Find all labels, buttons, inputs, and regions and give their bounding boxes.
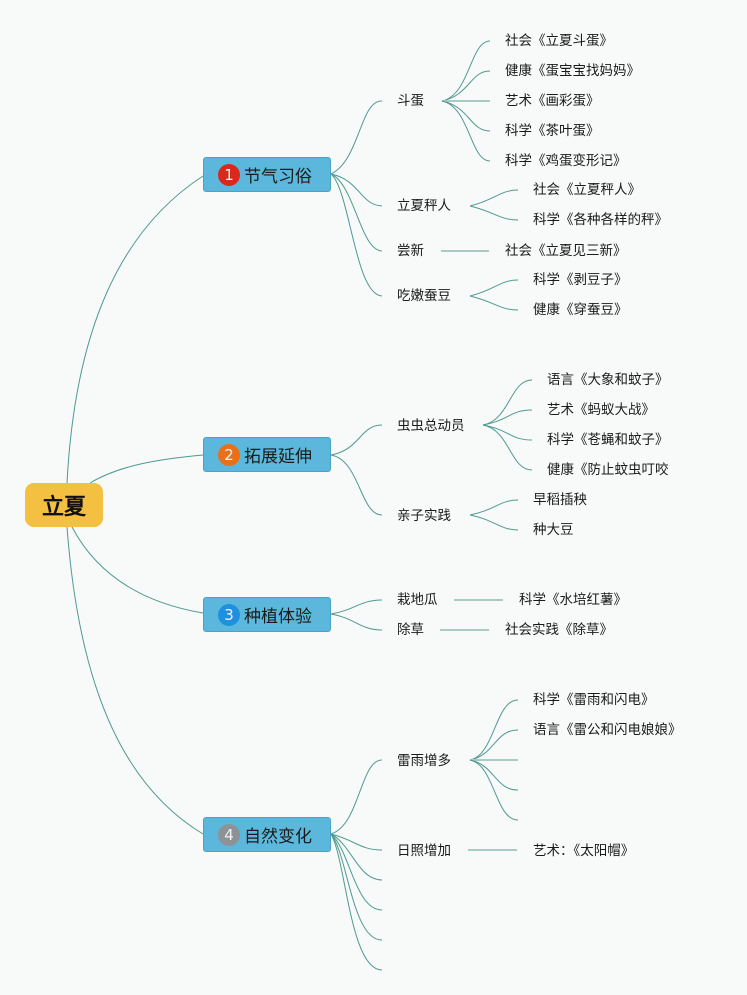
subtopic-node[interactable]: 尝新 (397, 243, 424, 259)
root-node[interactable]: 立夏 (25, 483, 103, 527)
leaf-node[interactable]: 语言《雷公和闪电娘娘》 (533, 722, 682, 738)
branch-node-nature-changes[interactable]: 4 自然变化 (203, 817, 331, 852)
number-badge-icon: 3 (218, 603, 240, 626)
edge-chongchong-3 (482, 424, 533, 441)
subtopic-node[interactable]: 吃嫩蚕豆 (397, 288, 451, 304)
branch-node-extension[interactable]: 2 拓展延伸 (203, 437, 331, 472)
leaf-node[interactable]: 科学《雷雨和闪电》 (533, 692, 655, 708)
leaf-node[interactable]: 科学《剥豆子》 (533, 272, 628, 288)
edge-root-branch-1 (66, 175, 204, 484)
edge-chongchong-1 (482, 379, 533, 426)
leaf-node[interactable]: 健康《蛋宝宝找妈妈》 (505, 63, 640, 79)
subtopic-node[interactable]: 雷雨增多 (397, 753, 451, 769)
edge-leiyu-5 (469, 759, 519, 821)
edge-b4-leiyu (330, 759, 383, 835)
edge-candou-2 (469, 295, 519, 311)
edge-doudan-1 (441, 40, 491, 102)
edge-qinzi-1 (469, 499, 519, 516)
edge-b3-zaidigua (330, 599, 383, 615)
edge-chengren-2 (469, 205, 519, 221)
edge-leiyu-4 (469, 759, 519, 791)
leaf-node[interactable]: 社会《立夏见三新》 (505, 243, 627, 259)
edge-b1-doudan (330, 100, 383, 175)
edge-b4-empty-1 (330, 833, 383, 881)
subtopic-node[interactable]: 亲子实践 (397, 508, 451, 524)
edge-root-branch-4 (66, 526, 204, 835)
edge-b2-qinzi (330, 454, 383, 516)
leaf-node[interactable]: 科学《苍蝇和蚊子》 (547, 432, 669, 448)
edge-b1-changxin (330, 173, 383, 252)
leaf-node[interactable]: 艺术《蚂蚁大战》 (547, 402, 655, 418)
number-badge-icon: 1 (218, 163, 240, 186)
leaf-node[interactable]: 健康《防止蚊虫叮咬 (547, 462, 669, 478)
leaf-node[interactable]: 社会实践《除草》 (505, 622, 613, 638)
branch-label: 种植体验 (244, 607, 312, 627)
leaf-node[interactable]: 艺术《画彩蛋》 (505, 93, 600, 109)
branch-label: 拓展延伸 (244, 447, 312, 467)
edge-b4-empty-2 (330, 833, 383, 911)
subtopic-node[interactable]: 栽地瓜 (397, 592, 438, 608)
leaf-node[interactable]: 艺术：《太阳帽》 (533, 843, 635, 859)
edge-root-branch-3 (71, 526, 204, 614)
subtopic-node[interactable]: 日照增加 (397, 843, 451, 859)
edge-doudan-4 (441, 100, 491, 132)
edge-b1-candou (330, 173, 383, 297)
edge-b4-empty-4 (330, 833, 383, 971)
leaf-node[interactable]: 种大豆 (533, 522, 574, 538)
subtopic-node[interactable]: 立夏秤人 (397, 198, 451, 214)
leaf-node[interactable]: 语言《大象和蚊子》 (547, 372, 669, 388)
branch-node-planting[interactable]: 3 种植体验 (203, 597, 331, 632)
number-badge-icon: 2 (218, 443, 240, 466)
subtopic-node[interactable]: 斗蛋 (397, 93, 424, 109)
branch-node-festival-customs[interactable]: 1 节气习俗 (203, 157, 331, 192)
edge-root-branch-2 (89, 454, 204, 484)
edge-doudan-5 (441, 100, 491, 162)
root-label: 立夏 (41, 495, 86, 520)
edge-doudan-2 (441, 70, 491, 102)
leaf-node[interactable]: 科学《鸡蛋变形记》 (505, 153, 627, 169)
edge-qinzi-2 (469, 514, 519, 531)
edge-b2-chongchong (330, 424, 383, 456)
edge-leiyu-2 (469, 729, 519, 761)
number-badge-icon: 4 (218, 823, 240, 846)
edge-chongchong-2 (482, 409, 533, 426)
edge-candou-1 (469, 279, 519, 297)
leaf-node[interactable]: 科学《水培红薯》 (519, 592, 627, 608)
leaf-node[interactable]: 社会《立夏斗蛋》 (505, 33, 613, 49)
edge-b4-rizhao (330, 833, 383, 851)
leaf-node[interactable]: 科学《各种各样的秤》 (533, 212, 668, 228)
subtopic-node[interactable]: 虫虫总动员 (397, 418, 465, 434)
edge-b3-chucao (330, 613, 383, 631)
subtopic-node[interactable]: 除草 (397, 622, 424, 638)
edge-chongchong-4 (482, 424, 533, 471)
edge-b1-chengren (330, 173, 383, 207)
leaf-node[interactable]: 早稻插秧 (533, 492, 587, 508)
edge-chengren-1 (469, 189, 519, 207)
branch-label: 自然变化 (244, 827, 312, 847)
branch-label: 节气习俗 (244, 167, 312, 187)
leaf-node[interactable]: 科学《茶叶蛋》 (505, 123, 600, 139)
leaf-node[interactable]: 社会《立夏秤人》 (533, 182, 641, 198)
edge-b4-empty-3 (330, 833, 383, 941)
edge-leiyu-1 (469, 699, 519, 761)
leaf-node[interactable]: 健康《穿蚕豆》 (533, 302, 628, 318)
